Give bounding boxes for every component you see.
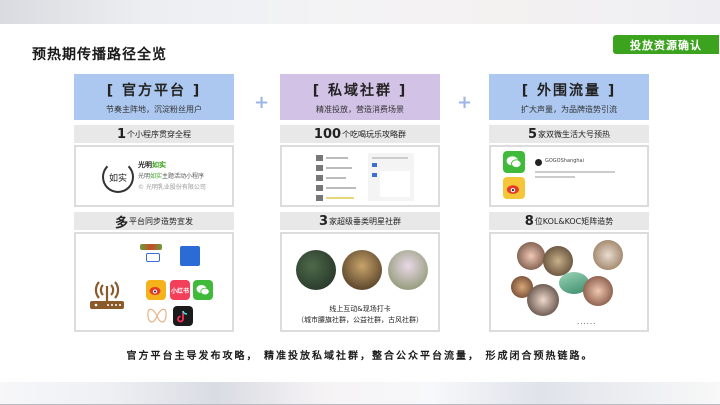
section-number: 1: [116, 126, 127, 142]
section-title-kol: 8 位KOL&KOC矩阵造势: [489, 212, 649, 230]
section-number: 5: [527, 126, 538, 142]
column-subtitle: 扩大声量，为品牌造势引流: [521, 104, 617, 114]
section-text: 家超级垂类明星社群: [329, 216, 402, 226]
community-photo-charity: [342, 250, 382, 290]
section-number: 100: [313, 126, 342, 142]
top-decor-band: [0, 0, 720, 24]
kol-photo: [559, 272, 589, 294]
column-header: [ 外围流量 ] 扩大声量，为品牌造势引流: [489, 74, 649, 120]
column-title: [ 私域社群 ]: [312, 82, 408, 99]
column-official-platform: [ 官方平台 ] 节奏主阵地，沉淀粉丝用户 1 个小程序贯穿全程 如实 光明如实…: [74, 74, 234, 332]
ruishi-logo-icon: 如实: [102, 161, 134, 193]
kol-photo: [517, 242, 545, 270]
section-title-social-accounts: 5 家双微生活大号预热: [489, 125, 649, 143]
confirm-resources-button[interactable]: 投放资源确认: [613, 35, 719, 54]
mp-desc-b: 如实: [150, 173, 163, 180]
mini-program-info: 光明如实 光明如实主题活动小程序 © 光明乳业股份有限公司: [138, 160, 206, 193]
kol-photo: [543, 246, 573, 276]
weibo-icon[interactable]: [146, 280, 166, 300]
chat-window: [368, 153, 414, 201]
column-subtitle: 精准投放，营造消费场景: [316, 104, 404, 114]
dazhong-icon: [146, 253, 160, 262]
section-title-mini-program: 1 个小程序贯穿全程: [74, 125, 234, 143]
community-photo-city: [296, 250, 336, 290]
section-number: 3: [318, 213, 329, 229]
post-text-line: [535, 171, 615, 173]
wechat-icon[interactable]: [193, 280, 213, 300]
plus-icon: +: [457, 92, 473, 113]
social-post-card: GOGOShanghai: [489, 145, 649, 207]
mp-desc-a: 光明: [138, 173, 151, 180]
group-chat-screenshot: [280, 145, 440, 207]
community-photo-ancient: [388, 250, 428, 290]
summary-text: 官方平台主导发布攻略， 精准投放私域社群，整合公众平台流量， 形成闭合预热链路。: [126, 351, 594, 362]
router-icon: [90, 281, 124, 309]
more-ellipsis: ......: [577, 318, 597, 326]
mini-program-card[interactable]: 如实 光明如实 光明如实主题活动小程序 © 光明乳业股份有限公司: [74, 145, 234, 207]
section-title-star-communities: 3 家超级垂类明星社群: [280, 212, 440, 230]
kol-photo: [593, 240, 623, 270]
column-header: [ 私域社群 ] 精准投放，营造消费场景: [280, 74, 440, 120]
section-number: 8: [524, 213, 534, 229]
section-title-groups: 100 个吃喝玩乐攻略群: [280, 125, 440, 143]
mp-company: © 光明乳业股份有限公司: [138, 184, 206, 191]
weibo-icon: [503, 177, 525, 199]
section-text: 个小程序贯穿全程: [127, 129, 192, 139]
column-title: [ 外围流量 ]: [521, 82, 617, 99]
kol-photo: [527, 284, 559, 316]
column-subtitle: 节奏主阵地，沉淀粉丝用户: [106, 104, 202, 114]
section-text: 家双微生活大号预热: [538, 129, 611, 139]
section-text: 位KOL&KOC矩阵造势: [534, 216, 614, 226]
star-communities-panel: 线上互动&现场打卡 （城市腰旗社群，公益社群，古风社群）: [280, 232, 440, 332]
platform-icons-panel: 小红书: [74, 232, 234, 332]
section-text: 平台同步造势宣发: [129, 216, 193, 226]
column-header: [ 官方平台 ] 节奏主阵地，沉淀粉丝用户: [74, 74, 234, 120]
blue-app-icon: [180, 246, 200, 266]
logo-banner-icon: [140, 244, 162, 250]
column-external-traffic: [ 外围流量 ] 扩大声量，为品牌造势引流 5 家双微生活大号预热 GOGOSh…: [489, 74, 649, 332]
mp-name-a: 光明: [138, 161, 152, 169]
mp-name-b: 如实: [152, 161, 166, 169]
caption-line2: （城市腰旗社群，公益社群，古风社群）: [297, 316, 423, 324]
chat-list: [310, 153, 362, 201]
kol-photos-panel: ......: [489, 232, 649, 332]
caption-line1: 线上互动&现场打卡: [329, 305, 391, 313]
kol-photo: [583, 276, 613, 306]
xiaohongshu-icon[interactable]: 小红书: [170, 280, 190, 300]
section-title-multi-platform: 多 平台同步造势宣发: [74, 212, 234, 231]
section-number: 多: [114, 215, 128, 231]
column-title: [ 官方平台 ]: [106, 82, 202, 99]
douyin-icon[interactable]: [173, 306, 193, 326]
column-private-community: [ 私域社群 ] 精准投放，营造消费场景 100 个吃喝玩乐攻略群 3 家超级垂…: [280, 74, 440, 332]
account-avatar: [535, 159, 542, 166]
page-title: 预热期传播路径全览: [32, 47, 167, 63]
butterfly-icon: [147, 308, 167, 323]
post-text-line: [535, 176, 575, 178]
section-text: 个吃喝玩乐攻略群: [342, 129, 407, 139]
plus-icon: +: [254, 92, 270, 113]
account-name: GOGOShanghai: [545, 158, 584, 164]
bottom-decor-band: [0, 382, 720, 405]
mp-desc-c: 主题活动小程序: [162, 173, 205, 180]
wechat-icon: [503, 151, 525, 173]
